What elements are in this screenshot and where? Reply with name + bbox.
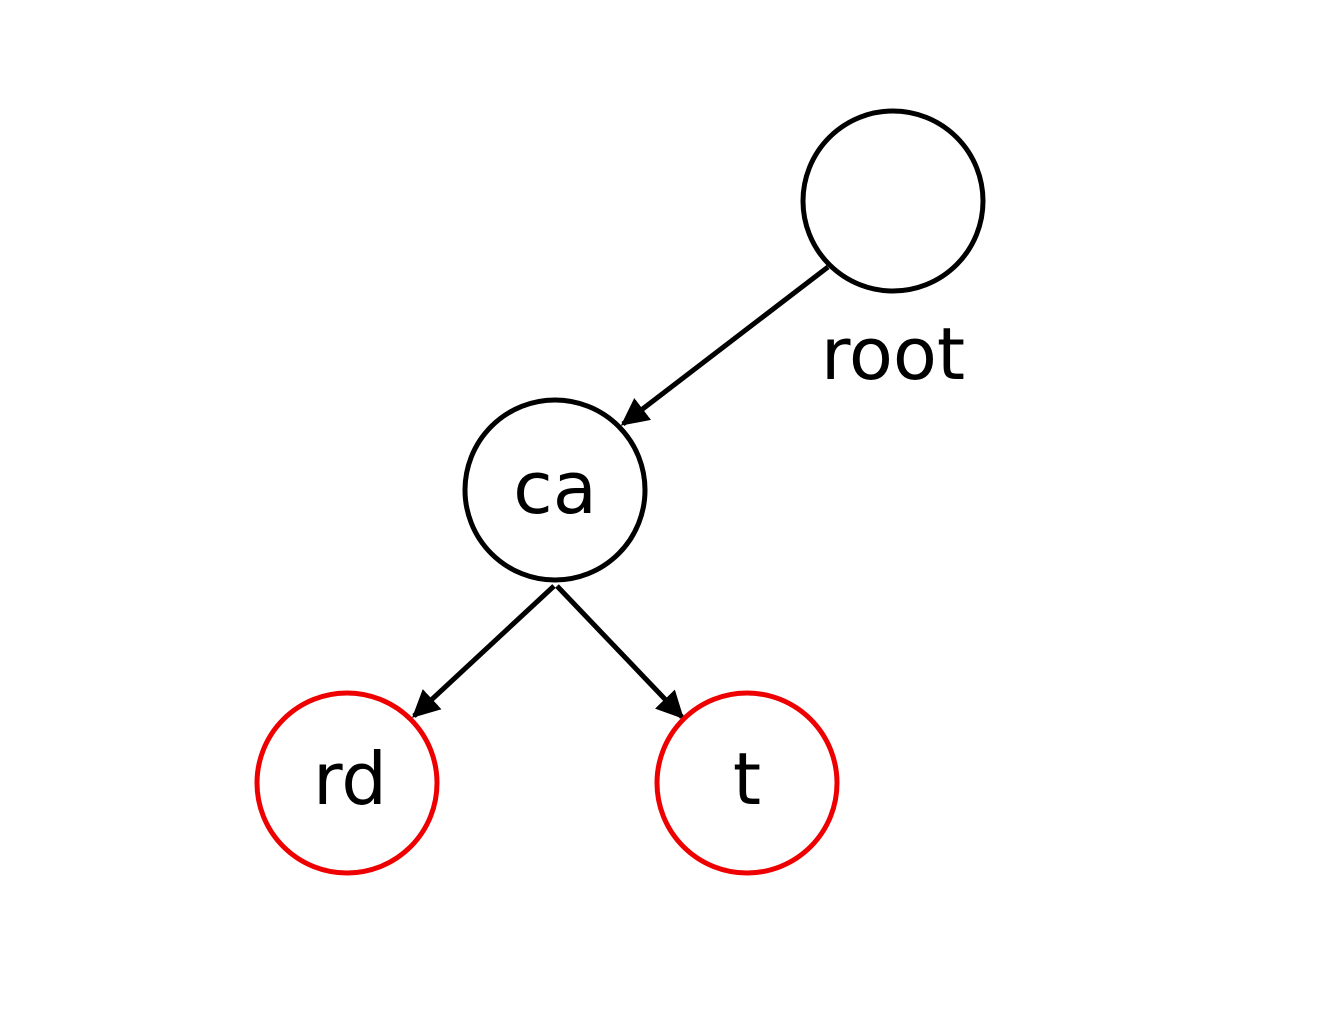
node-t-label: t [733,737,761,821]
node-rd-circle [254,690,440,876]
node-ca: ca [462,397,648,583]
node-root: root [800,108,986,396]
node-rd: rd [254,690,440,876]
node-t: t [654,690,840,876]
edges [411,265,830,719]
edge-root-to-ca [620,265,830,426]
node-root-caption: root [821,312,965,396]
node-ca-label: ca [513,446,597,530]
node-ca-circle [462,397,648,583]
edge-ca-to-rd [411,584,556,718]
edge-ca-to-t [555,584,684,719]
node-t-circle [654,690,840,876]
node-rd-label: rd [313,737,387,821]
node-root-circle [800,108,986,294]
